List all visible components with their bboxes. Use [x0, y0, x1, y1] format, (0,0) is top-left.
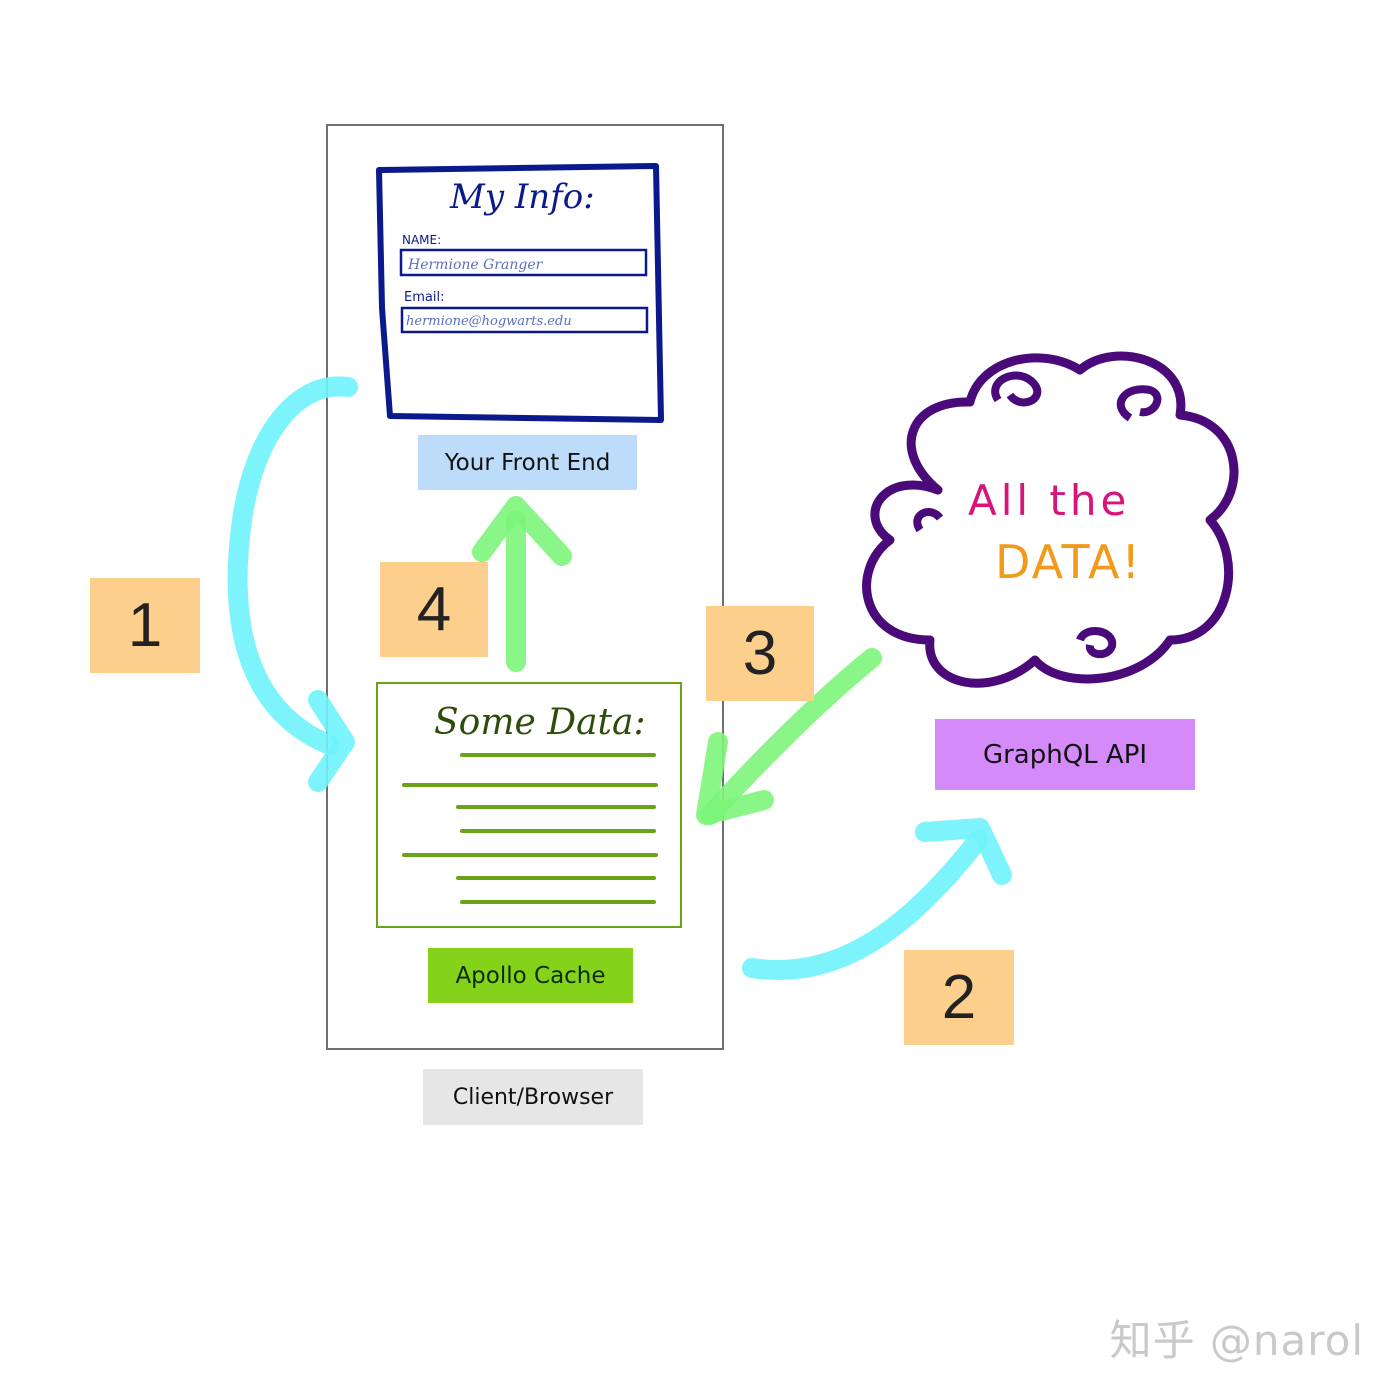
cloud-curl [1076, 627, 1117, 659]
front-end-form-sketch: My Info: NAME: Hermione Granger Email: h… [376, 163, 664, 423]
arrow-2-head [915, 818, 1012, 885]
form-title: My Info: [449, 177, 595, 217]
form-email-label: Email: [404, 290, 444, 305]
client-browser-frame [326, 124, 724, 1050]
arrow-3-head [696, 732, 774, 825]
cloud-text-line1: All the [968, 476, 1130, 525]
cloud-curl [1116, 385, 1162, 422]
arrow-3-line [700, 648, 882, 825]
apollo-cache-sketch: Some Data: [376, 682, 682, 928]
step-badge-3: 3 [706, 606, 814, 701]
form-border [376, 163, 664, 423]
step-badge-1: 1 [90, 578, 200, 673]
cloud-text-line2: DATA! [995, 535, 1142, 589]
step-badge-2: 2 [904, 950, 1014, 1045]
form-name-field[interactable] [399, 248, 648, 277]
cache-border [376, 682, 682, 928]
form-name-value: Hermione Granger [407, 257, 544, 273]
watermark-text: 知乎 @narol [1109, 1316, 1364, 1365]
data-cloud: All the DATA! [862, 351, 1239, 688]
arrow-2-curve [742, 830, 988, 981]
cloud-curl [991, 371, 1042, 407]
client-browser-caption: Client/Browser [423, 1069, 643, 1125]
form-email-field[interactable] [400, 306, 649, 334]
arrow-1-head [308, 690, 355, 792]
cloud-curl [913, 508, 944, 533]
apollo-cache-caption: Apollo Cache [428, 948, 633, 1003]
form-name-label: NAME: [402, 233, 441, 247]
cloud-outline [862, 351, 1239, 688]
arrow-1-curve [227, 376, 358, 755]
step-badge-4: 4 [380, 562, 488, 657]
front-end-caption: Your Front End [418, 435, 637, 490]
form-email-value: hermione@hogwarts.edu [406, 314, 572, 329]
graphql-api-caption: GraphQL API [935, 719, 1195, 790]
arrow-4-head [472, 496, 572, 566]
cache-data-lines [402, 753, 658, 904]
cache-title: Some Data: [434, 702, 646, 743]
